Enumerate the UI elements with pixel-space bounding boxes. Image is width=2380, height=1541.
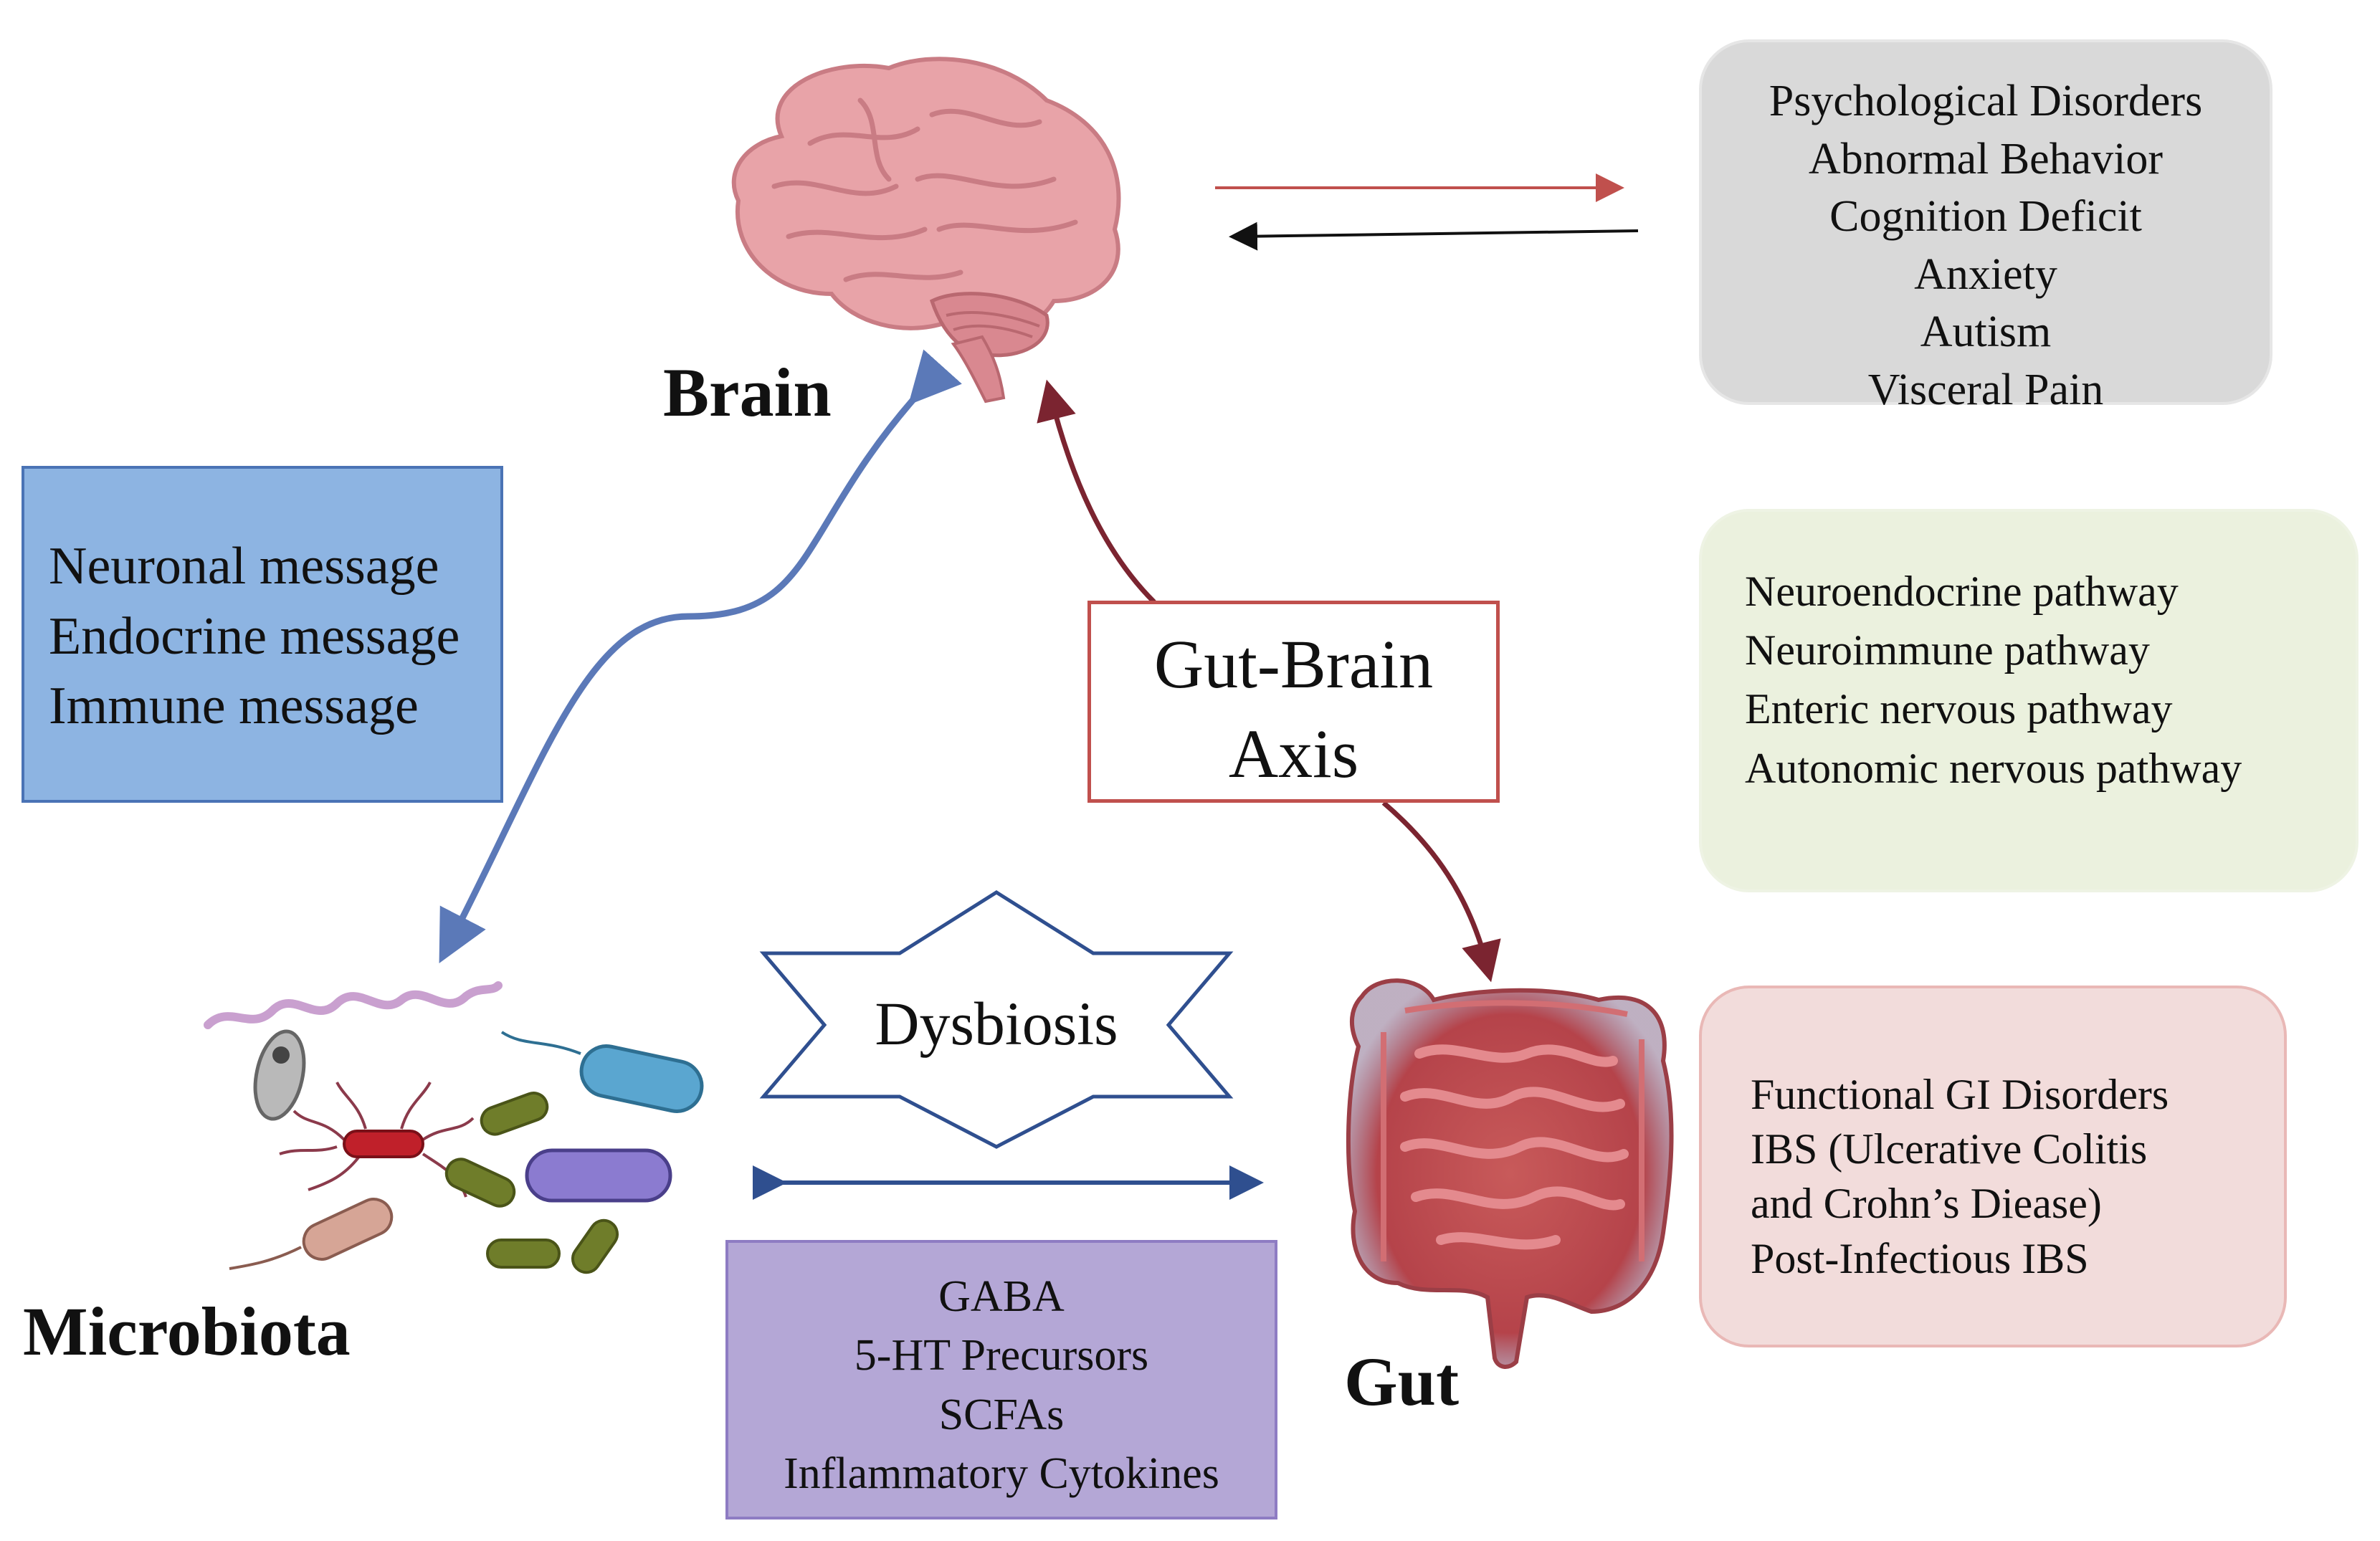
arrow-outcomes-to-brain — [1229, 221, 1639, 251]
bacillus-blue — [500, 1031, 704, 1113]
brain-label: Brain — [663, 354, 832, 431]
metabolite-item: SCFAs — [938, 1390, 1065, 1439]
arrow-microbiota-brain — [439, 349, 962, 963]
gut-outcome-item: IBS (Ulcerative Colitis — [1751, 1125, 2148, 1173]
message-item: Endocrine message — [49, 606, 460, 666]
microbiota-illustration — [204, 981, 704, 1274]
gut-outcome-item: and Crohn’s Diease) — [1751, 1180, 2102, 1228]
gut-illustration — [1346, 978, 1674, 1369]
arrow-axis-to-brain — [1037, 379, 1156, 604]
dysbiosis-star — [759, 890, 1234, 1149]
metabolite-item: GABA — [938, 1272, 1065, 1321]
message-item: Immune message — [49, 677, 419, 736]
dysbiosis-label: Dysbiosis — [875, 989, 1118, 1058]
pathway-item: Neuroimmune pathway — [1745, 626, 2150, 674]
gut-outcome-item: Post-Infectious IBS — [1751, 1234, 2089, 1282]
brain-outcome-item: Psychological Disorders — [1769, 77, 2203, 125]
microbiota-label: Microbiota — [23, 1293, 351, 1370]
messages-box: Neuronal message Endocrine message Immun… — [22, 466, 503, 803]
brain-outcomes-box: Psychological Disorders Abnormal Behavio… — [1699, 39, 2272, 414]
bacillus-purple — [525, 1148, 672, 1203]
gut-outcomes-box: Functional GI Disorders IBS (Ulcerative … — [1699, 986, 2287, 1347]
arrow-axis-to-gut — [1381, 801, 1501, 983]
gut-brain-axis-box: Gut-Brain Axis — [1087, 601, 1500, 803]
brain-outcome-item: Anxiety — [1914, 249, 2057, 299]
axis-line-1: Gut-Brain — [1153, 626, 1434, 702]
pathways-box: Neuroendocrine pathway Neuroimmune pathw… — [1699, 509, 2358, 892]
brain-outcome-item: Autism — [1920, 307, 2052, 357]
axis-line-2: Axis — [1228, 715, 1359, 792]
gut-label: Gut — [1344, 1343, 1460, 1420]
brain-outcome-item: Cognition Deficit — [1829, 192, 2142, 242]
brain-illustration — [731, 57, 1121, 404]
pathway-item: Neuroendocrine pathway — [1745, 568, 2179, 615]
pathway-item: Enteric nervous pathway — [1745, 685, 2173, 733]
message-item: Neuronal message — [49, 537, 439, 596]
metabolite-item: 5-HT Precursors — [854, 1331, 1149, 1380]
metabolites-box: GABA 5-HT Precursors SCFAs Inflammatory … — [725, 1240, 1277, 1519]
metabolite-item: Inflammatory Cytokines — [784, 1449, 1219, 1499]
gut-outcome-item: Functional GI Disorders — [1751, 1071, 2169, 1118]
brain-outcome-item: Abnormal Behavior — [1808, 134, 2164, 183]
brain-outcome-item: Visceral Pain — [1867, 365, 2104, 414]
pathway-item: Autonomic nervous pathway — [1745, 744, 2242, 792]
